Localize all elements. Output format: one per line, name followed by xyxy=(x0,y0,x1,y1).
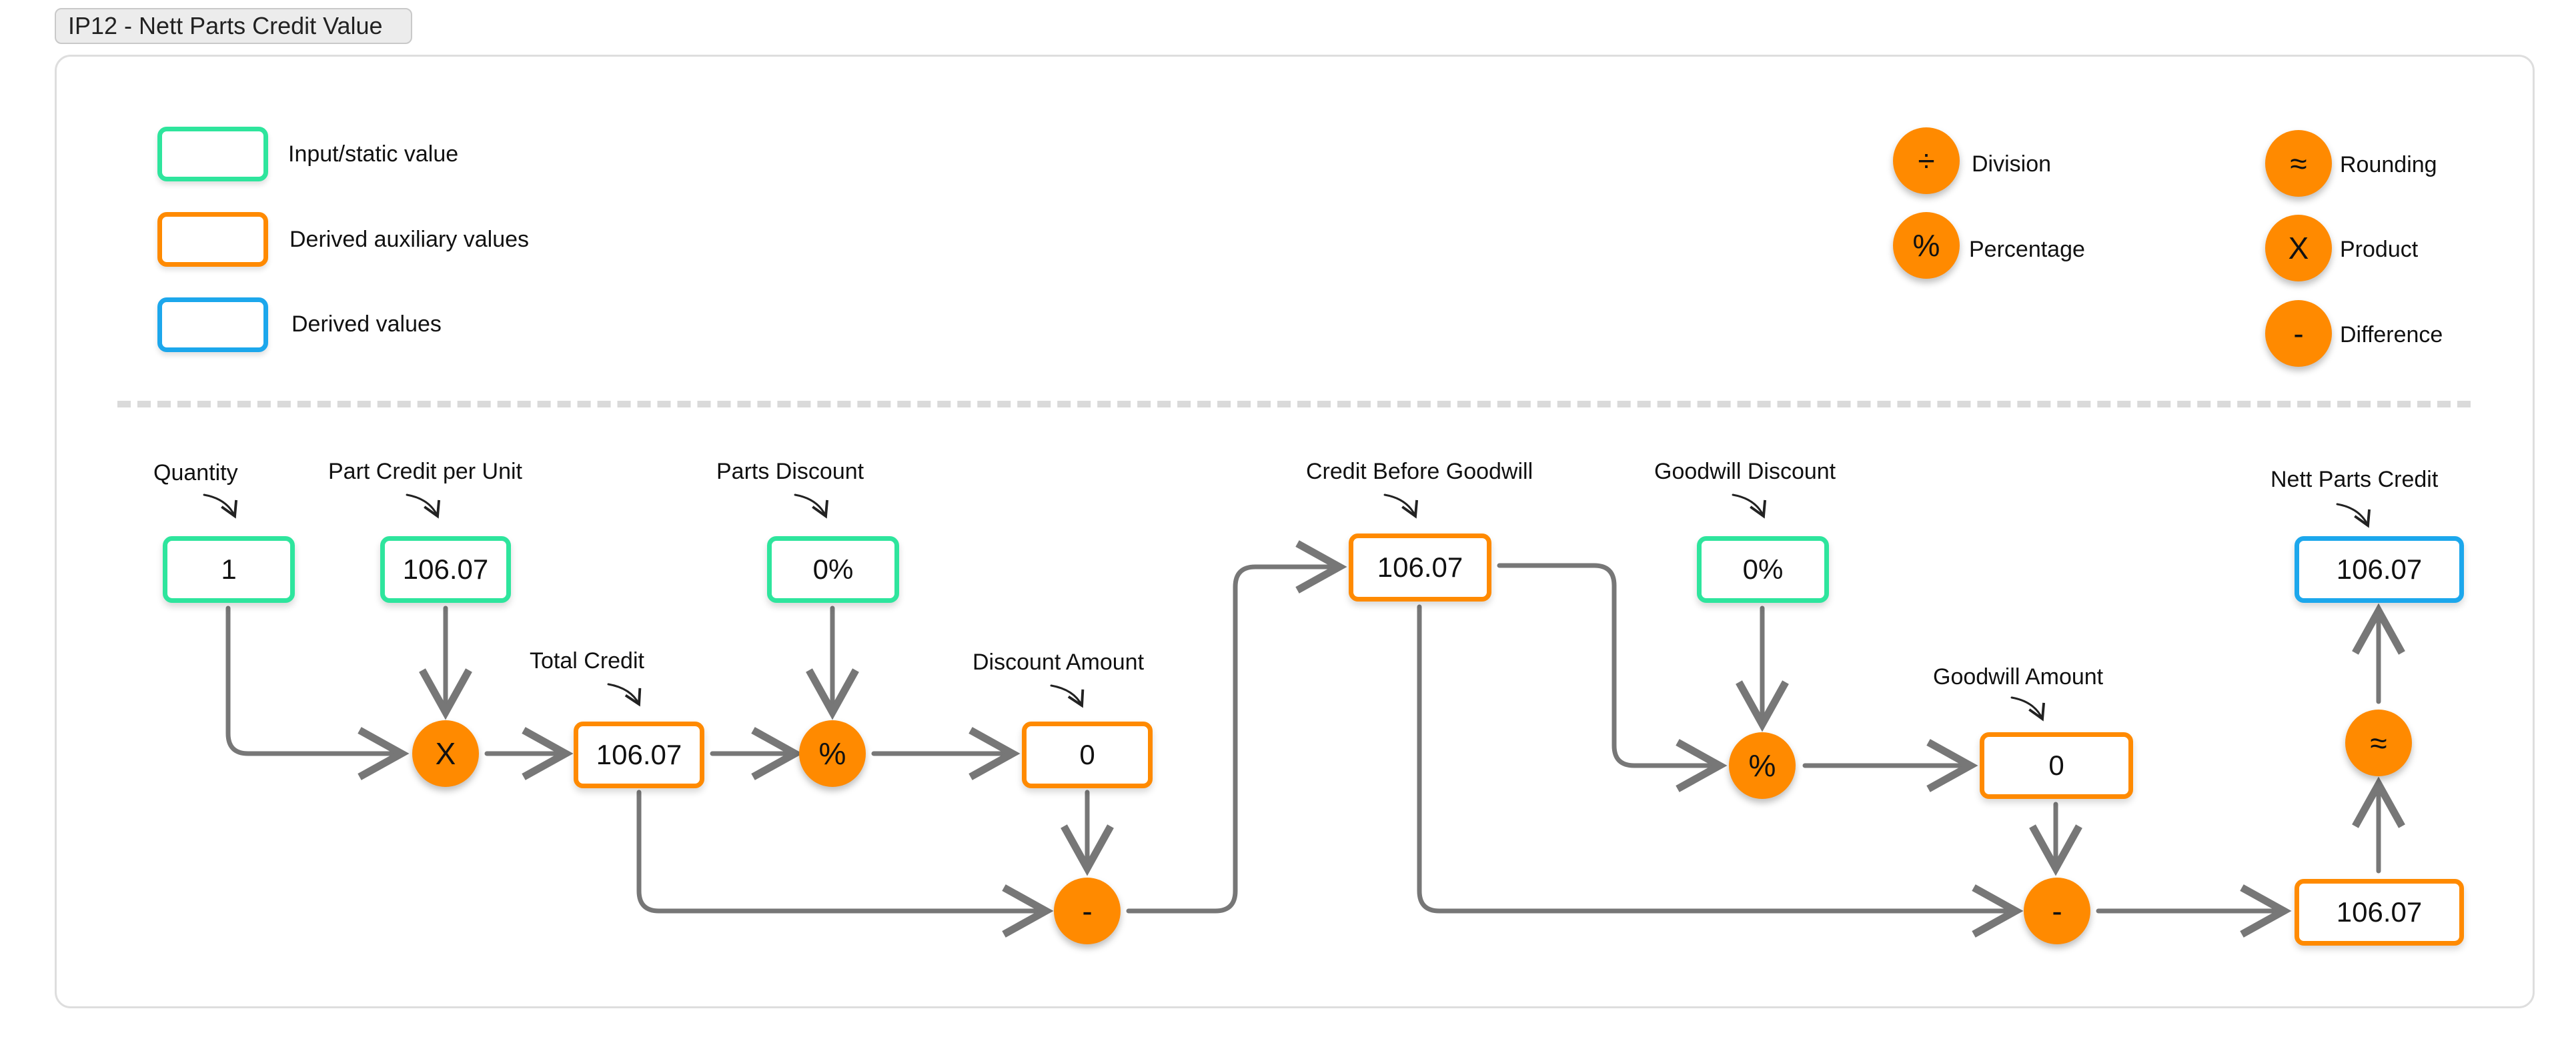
total-credit-value-box: 106.07 xyxy=(574,722,704,788)
rounding-operator-icon: ≈ xyxy=(2345,710,2412,776)
annotation-arrow-goodwilldiscount xyxy=(1732,493,1767,519)
legend-input-swatch xyxy=(157,127,268,181)
goodwill-discount-label: Goodwill Discount xyxy=(1654,459,1836,484)
legend-rounding-label: Rounding xyxy=(2340,152,2437,177)
wire-creditbeforegoodwill-to-difference xyxy=(1417,604,2024,938)
annotation-arrow-quantity xyxy=(203,493,238,519)
discount-amount-value-box: 0 xyxy=(1022,722,1153,788)
legend-difference-icon: - xyxy=(2265,300,2332,367)
parts-discount-value-box: 0% xyxy=(767,536,899,603)
nett-parts-credit-value-box: 106.07 xyxy=(2295,536,2464,603)
part-credit-value-box: 106.07 xyxy=(380,536,511,603)
parts-percentage-operator-icon: % xyxy=(799,720,866,787)
nett-parts-credit-label: Nett Parts Credit xyxy=(2271,467,2439,492)
wire-creditbeforegoodwill-to-percentage xyxy=(1497,563,1728,792)
annotation-arrow-partsdiscount xyxy=(794,493,829,519)
annotation-arrow-partcredit xyxy=(406,493,441,519)
quantity-label: Quantity xyxy=(153,460,238,485)
annotation-arrow-creditbeforegoodwill xyxy=(1383,493,1419,519)
total-credit-label: Total Credit xyxy=(530,648,644,674)
goodwill-difference-operator-icon: - xyxy=(2024,878,2090,944)
wire-totalcredit-to-difference xyxy=(636,790,1054,938)
annotation-arrow-goodwillamount xyxy=(2010,696,2046,722)
legend-aux-swatch xyxy=(157,212,268,267)
legend-division-label: Division xyxy=(1972,151,2052,177)
legend-divider xyxy=(117,401,2471,407)
annotation-arrow-totalcredit xyxy=(607,683,642,707)
legend-product-icon: X xyxy=(2265,215,2332,281)
legend-input-label: Input/static value xyxy=(288,141,459,167)
credit-before-goodwill-label: Credit Before Goodwill xyxy=(1306,459,1533,484)
pre-round-value-box: 106.07 xyxy=(2295,879,2464,946)
part-credit-label: Part Credit per Unit xyxy=(328,459,522,484)
parts-discount-label: Parts Discount xyxy=(716,459,864,484)
annotation-arrow-discountamount xyxy=(1050,684,1085,708)
diagram-title: IP12 - Nett Parts Credit Value xyxy=(55,8,412,44)
diagram-frame xyxy=(55,55,2535,1008)
discount-amount-label: Discount Amount xyxy=(973,650,1145,675)
quantity-value-box: 1 xyxy=(163,536,295,603)
legend-division-icon: ÷ xyxy=(1893,127,1960,194)
goodwill-amount-label: Goodwill Amount xyxy=(1933,664,2104,690)
wire-quantity-to-product xyxy=(225,606,410,780)
wire-difference-to-creditbeforegoodwill xyxy=(1126,540,1347,914)
credit-before-goodwill-value-box: 106.07 xyxy=(1349,534,1491,602)
discount-difference-operator-icon: - xyxy=(1054,878,1121,944)
legend-percentage-label: Percentage xyxy=(1969,237,2085,262)
annotation-arrow-nettcredit xyxy=(2336,503,2371,528)
goodwill-discount-value-box: 0% xyxy=(1697,536,1829,603)
legend-derived-label: Derived values xyxy=(291,311,442,337)
legend-rounding-icon: ≈ xyxy=(2265,130,2332,197)
goodwill-percentage-operator-icon: % xyxy=(1729,732,1796,799)
legend-difference-label: Difference xyxy=(2340,322,2443,347)
goodwill-amount-value-box: 0 xyxy=(1980,732,2133,799)
legend-derived-swatch xyxy=(157,297,268,352)
product-operator-icon: X xyxy=(412,720,479,787)
legend-percentage-icon: % xyxy=(1893,212,1960,279)
legend-aux-label: Derived auxiliary values xyxy=(289,227,530,252)
legend-product-label: Product xyxy=(2340,237,2419,262)
